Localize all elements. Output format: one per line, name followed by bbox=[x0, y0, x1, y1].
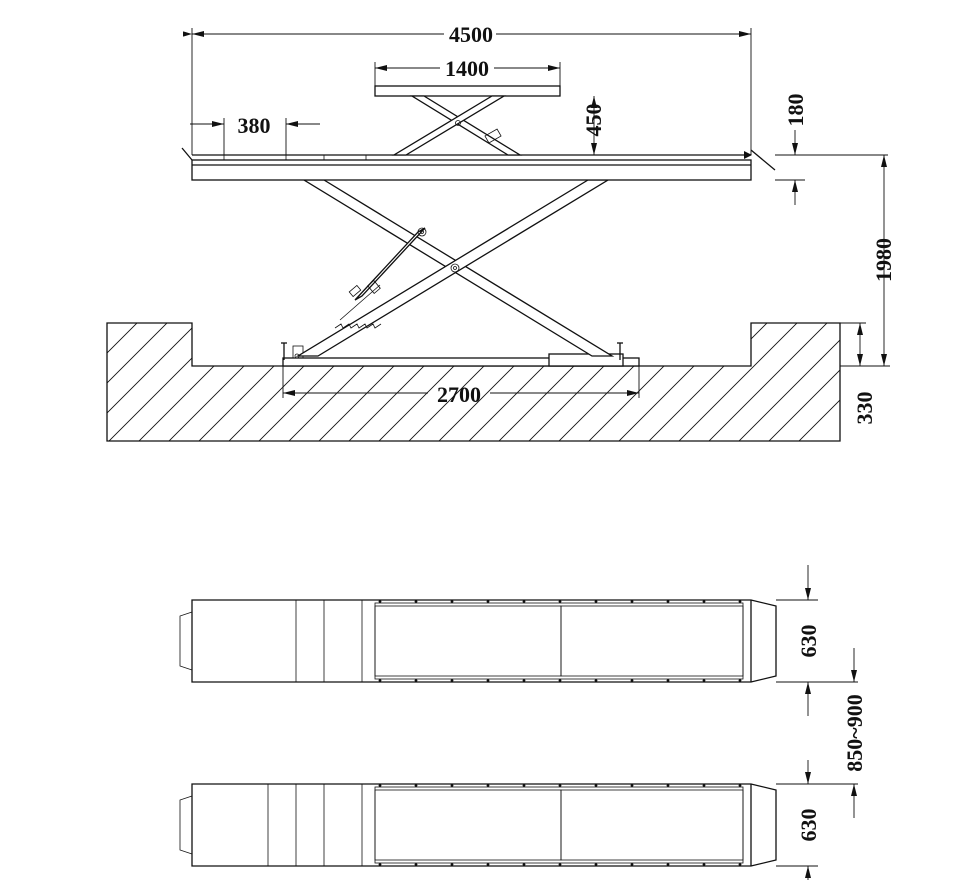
dim-180: 180 bbox=[775, 94, 888, 205]
label-4500: 4500 bbox=[449, 22, 493, 47]
label-450: 450 bbox=[581, 104, 606, 137]
label-630-lower: 630 bbox=[796, 809, 821, 842]
ground-hatching bbox=[107, 323, 840, 441]
track-lower bbox=[179, 783, 777, 867]
scissor-arms bbox=[295, 179, 615, 357]
side-view: 4500 1400 380 450 bbox=[106, 22, 896, 442]
dim-2700: 2700 bbox=[282, 366, 640, 407]
dim-450: 450 bbox=[581, 96, 606, 155]
track-lower-bolts bbox=[378, 784, 742, 866]
label-330: 330 bbox=[852, 392, 877, 425]
dim-630-lower: 630 bbox=[776, 760, 821, 880]
dim-630-upper: 630 bbox=[776, 565, 858, 716]
label-180: 180 bbox=[783, 94, 808, 127]
dim-850-900: 850~900 bbox=[776, 648, 867, 818]
top-view: 630 850~900 630 bbox=[179, 565, 867, 880]
dim-330: 330 bbox=[840, 322, 877, 425]
secondary-platform bbox=[374, 85, 561, 156]
label-2700: 2700 bbox=[437, 382, 481, 407]
label-1400: 1400 bbox=[445, 56, 489, 81]
track-upper-bolts bbox=[378, 600, 742, 682]
dim-1980: 1980 bbox=[840, 155, 896, 367]
base-frame bbox=[281, 342, 640, 367]
dim-1400: 1400 bbox=[374, 56, 561, 86]
dim-380: 380 bbox=[190, 113, 320, 155]
track-upper bbox=[179, 599, 777, 683]
label-850-900: 850~900 bbox=[842, 694, 867, 771]
main-platform bbox=[181, 147, 776, 181]
ground-pit bbox=[106, 322, 841, 442]
label-630-upper: 630 bbox=[796, 625, 821, 658]
label-1980: 1980 bbox=[871, 238, 896, 282]
dim-4500: 4500 bbox=[183, 22, 752, 155]
label-380: 380 bbox=[238, 113, 271, 138]
